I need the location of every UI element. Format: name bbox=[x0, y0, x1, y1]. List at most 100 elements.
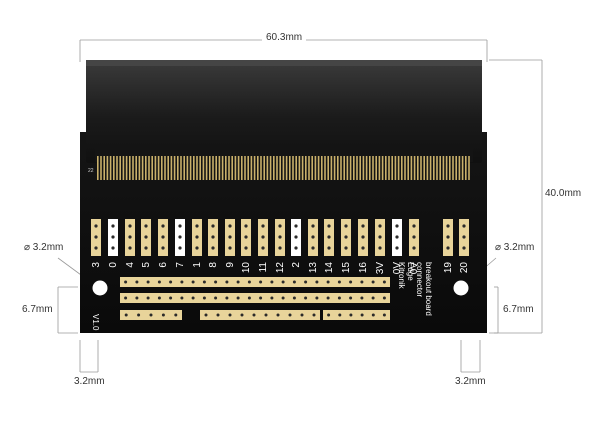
pin-hole bbox=[94, 235, 98, 239]
connector-pin bbox=[237, 156, 240, 180]
connector-pin bbox=[228, 156, 230, 180]
connector-pin bbox=[247, 156, 249, 180]
pad-hole bbox=[191, 296, 195, 300]
pad-rail bbox=[200, 310, 320, 320]
pad-hole bbox=[180, 280, 184, 284]
pin-hole bbox=[344, 246, 348, 250]
connector-pin bbox=[234, 156, 237, 180]
connector-pin bbox=[170, 156, 173, 180]
pin-hole bbox=[412, 224, 416, 228]
edge-connector: 22 bbox=[86, 60, 482, 180]
pad-hole bbox=[304, 296, 308, 300]
svg-text:22: 22 bbox=[88, 168, 94, 174]
pad-hole bbox=[252, 313, 256, 317]
connector-pin bbox=[285, 156, 288, 180]
pin-hole bbox=[261, 246, 265, 250]
pin-hole bbox=[211, 235, 215, 239]
connector-pin bbox=[177, 156, 179, 180]
mounting-holes bbox=[92, 280, 469, 296]
pad-hole bbox=[312, 313, 316, 317]
connector-pin bbox=[218, 156, 221, 180]
pin-hole bbox=[178, 235, 182, 239]
pin-hole bbox=[327, 224, 331, 228]
connector-pin bbox=[199, 156, 201, 180]
pin-hole bbox=[244, 246, 248, 250]
pad-hole bbox=[149, 313, 153, 317]
pin-label-12: 12 bbox=[275, 262, 286, 274]
bottom-left-dimension-label: 3.2mm bbox=[74, 376, 105, 387]
pad-hole bbox=[337, 296, 341, 300]
connector-pin bbox=[106, 156, 109, 180]
pad-hole bbox=[276, 313, 280, 317]
connector-pin bbox=[305, 156, 307, 180]
pin-hole bbox=[211, 246, 215, 250]
pin-hole bbox=[161, 224, 165, 228]
connector-pin bbox=[426, 156, 429, 180]
pin-hole bbox=[161, 246, 165, 250]
mounting-hole-left bbox=[92, 280, 108, 296]
pad-hole bbox=[326, 280, 330, 284]
pad-hole bbox=[228, 313, 232, 317]
pad-hole bbox=[326, 296, 330, 300]
pad-hole bbox=[202, 296, 206, 300]
pad-hole bbox=[247, 296, 251, 300]
pin-hole bbox=[327, 246, 331, 250]
connector-pin bbox=[324, 156, 326, 180]
pin-hole bbox=[361, 246, 365, 250]
connector-pin bbox=[455, 156, 457, 180]
pad-hole bbox=[157, 296, 161, 300]
pin-hole bbox=[412, 246, 416, 250]
pin-hole bbox=[228, 224, 232, 228]
connector-pin bbox=[257, 156, 259, 180]
connector-pin bbox=[183, 156, 185, 180]
pin-label-2: 2 bbox=[291, 262, 302, 268]
pad-hole bbox=[137, 313, 141, 317]
connector-pin bbox=[327, 156, 329, 180]
connector-pin bbox=[356, 156, 358, 180]
connector-pin bbox=[154, 156, 157, 180]
pin-label-4: 4 bbox=[125, 262, 136, 268]
connector-pin bbox=[180, 156, 182, 180]
connector-pin bbox=[429, 156, 432, 180]
pad-hole bbox=[214, 280, 218, 284]
connector-pin bbox=[391, 156, 393, 180]
connector-pin bbox=[141, 156, 144, 180]
connector-pin bbox=[202, 156, 205, 180]
pin-hole bbox=[462, 246, 466, 250]
pin-hole bbox=[378, 235, 382, 239]
pin-label-13: 13 bbox=[308, 262, 319, 274]
bottom-right-dimension-label: 3.2mm bbox=[455, 376, 486, 387]
pin-label-11: 11 bbox=[258, 262, 269, 273]
pad-hole bbox=[146, 280, 150, 284]
connector-pin bbox=[381, 156, 384, 180]
pad-hole bbox=[270, 280, 274, 284]
pin-hole bbox=[261, 224, 265, 228]
pad-hole bbox=[247, 280, 251, 284]
connector-pin bbox=[397, 156, 400, 180]
pin-hole bbox=[327, 235, 331, 239]
pad-hole bbox=[300, 313, 304, 317]
pin-label-3V: 3V bbox=[375, 262, 386, 275]
pad-hole bbox=[270, 296, 274, 300]
pin-hole bbox=[446, 246, 450, 250]
connector-pin bbox=[103, 156, 105, 180]
pin-hole bbox=[344, 224, 348, 228]
pad-hole bbox=[337, 280, 341, 284]
pin-hole bbox=[278, 235, 282, 239]
connector-pin bbox=[401, 156, 403, 180]
pin-label-14: 14 bbox=[324, 262, 335, 274]
connector-pin bbox=[276, 156, 278, 180]
connector-pin bbox=[417, 156, 419, 180]
pin-hole bbox=[294, 235, 298, 239]
pad-hole bbox=[216, 313, 220, 317]
width-dimension-label: 60.3mm bbox=[262, 32, 307, 43]
connector-pin bbox=[209, 156, 211, 180]
connector-pin bbox=[113, 156, 115, 180]
pad-hole bbox=[259, 280, 263, 284]
pin-hole bbox=[311, 235, 315, 239]
pin-label-10: 10 bbox=[241, 262, 252, 274]
board-title-line: connector bbox=[415, 262, 424, 297]
pad-hole bbox=[338, 313, 342, 317]
pin-hole bbox=[378, 246, 382, 250]
pad-hole bbox=[236, 296, 240, 300]
